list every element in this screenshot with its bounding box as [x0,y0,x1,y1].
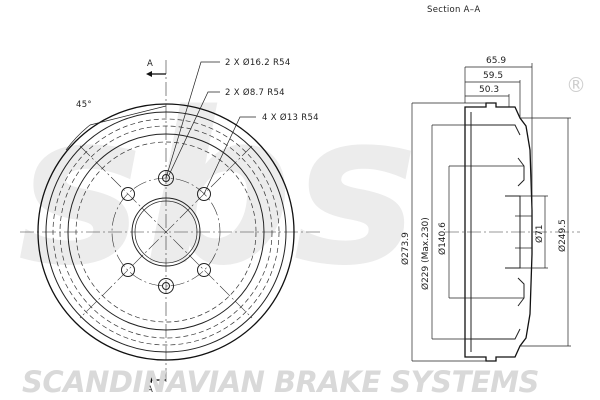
section-marker-bottom: A [147,385,153,395]
wheel-bolt-hole [197,263,211,277]
large-hole-bottom [158,278,174,294]
callout-leader-3 [203,116,256,195]
small-hole-top [162,174,170,182]
drum-ring-2 [45,111,287,353]
width-dim-50-3: 50.3 [479,85,499,95]
callout-label-3: 4 X Ø13 R54 [262,112,319,123]
drum-inner-wall [465,112,521,352]
callout-label-2: 2 X Ø8.7 R54 [225,87,285,98]
drum-outer-edge [37,103,295,361]
drum-ring-hidden-2 [59,125,273,339]
wheel-bolt-hole [121,263,135,277]
section-arrowhead-bottom [146,377,152,383]
dia-273-9: Ø273.9 [400,232,411,265]
wheel-bolt-hole [197,187,211,201]
hub-flange [505,195,521,269]
dia-71: Ø71 [534,224,545,243]
hub-bore-lines [515,215,532,249]
section-arrowhead-top [146,71,152,77]
large-hole-top [158,170,174,186]
angle-arc [65,124,91,151]
hub-bore-outer [131,197,201,267]
front-view: 45° A A 2 X Ø16.2 R54 2 X Ø8.7 R54 4 X Ø… [20,57,320,395]
callout-label-1: 2 X Ø16.2 R54 [225,57,291,68]
angle-label: 45° [76,100,92,110]
dia-140-6: Ø140.6 [437,222,448,255]
width-dim-59-5: 59.5 [483,71,503,81]
section-view: Section A–A 65.9 59.5 50.3 Ø273.9 Ø229 (… [400,5,580,362]
drum-web-detail [517,157,525,307]
drum-section-outline [464,102,533,362]
callout-leader-2 [168,91,220,176]
diagonal-centerline-2 [79,145,253,319]
width-dim-65-9: 65.9 [486,56,506,66]
wheel-bolt-hole [121,187,135,201]
drum-ring-3 [67,133,265,331]
section-marker-top: A [147,59,153,69]
section-title: Section A–A [427,5,480,15]
hub-bore-inner [134,200,198,264]
registered-mark: ® [566,73,586,97]
drum-ring-hidden-1 [52,118,280,346]
callout-leader-1 [165,61,220,179]
brand-tagline: SCANDINAVIAN BRAKE SYSTEMS [22,365,539,399]
angle-leader [89,105,167,126]
small-hole-bottom [162,282,170,290]
dia-249-5: Ø249.5 [557,219,568,252]
dia-229: Ø229 (Max.230) [420,217,431,290]
drum-ring-hidden-3 [75,141,257,323]
